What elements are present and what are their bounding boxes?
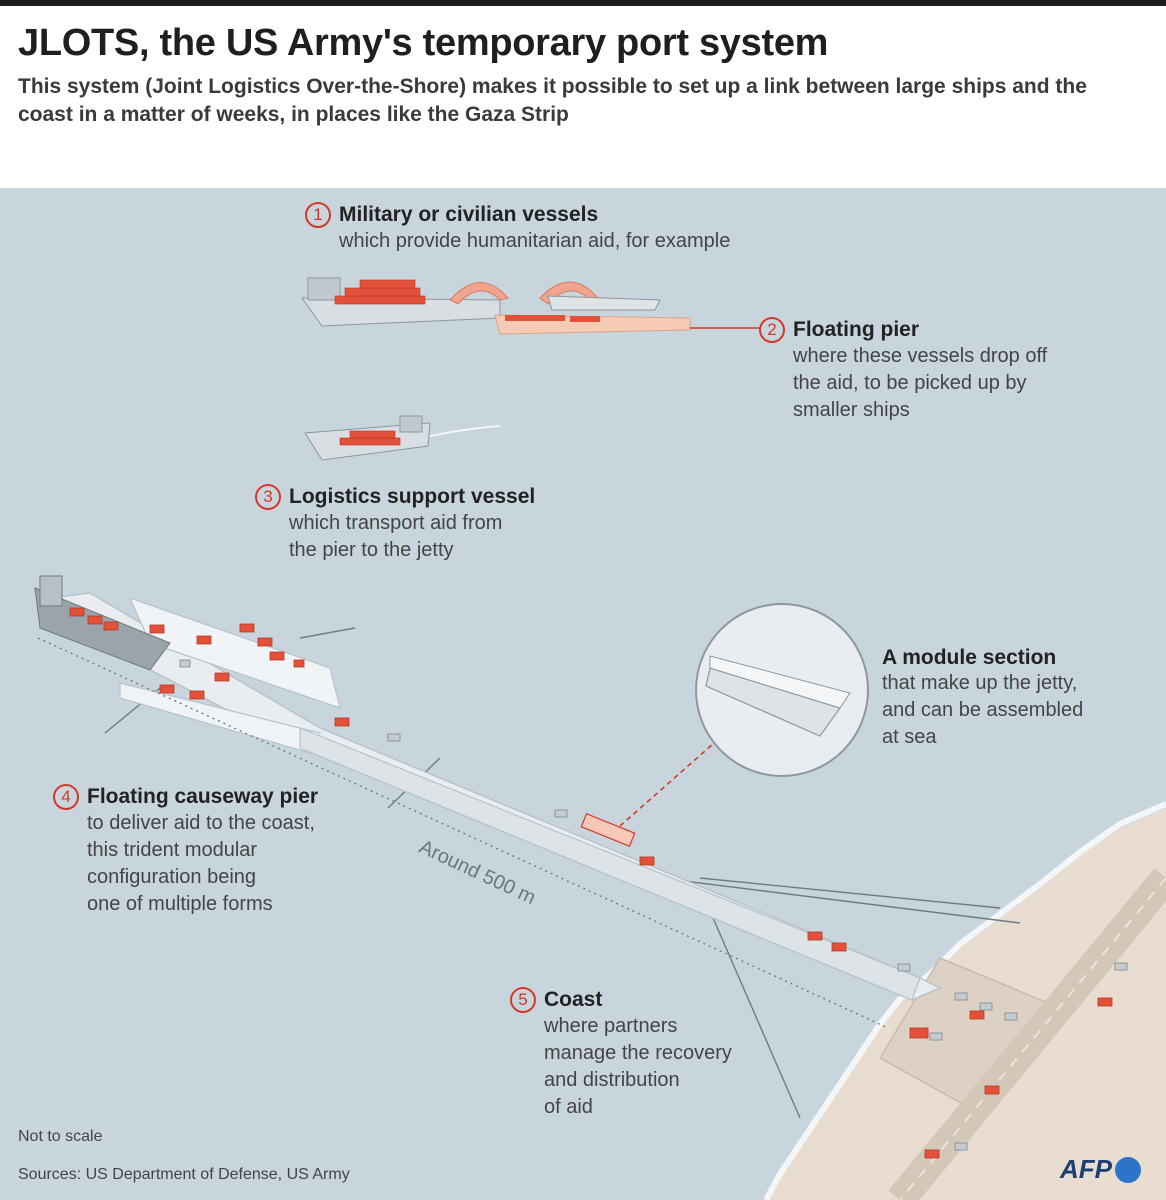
coast-desc-2: and distribution <box>544 1069 680 1091</box>
marker-3: 3 <box>255 484 281 510</box>
causeway-title: Floating causeway pier <box>87 785 319 808</box>
pier-desc-0: where these vessels drop off <box>793 345 1048 367</box>
module-callout-line <box>619 735 723 827</box>
beach-trucks <box>929 962 1128 1151</box>
support-desc-1: the pier to the jetty <box>289 539 454 561</box>
label-module: A module section that make up the jetty,… <box>882 646 1083 751</box>
causeway-desc-0: to deliver aid to the coast, <box>87 812 315 834</box>
vessels-title: Military or civilian vessels <box>339 203 599 226</box>
module-desc-0: that make up the jetty, <box>882 672 1078 694</box>
module-magnifier <box>695 603 869 777</box>
vessels-desc-0: which provide humanitarian aid, for exam… <box>339 230 731 252</box>
label-pier: 2 Floating pier where these vessels drop… <box>759 317 1047 424</box>
cargo-vessel <box>301 277 501 327</box>
marker-1: 1 <box>305 202 331 228</box>
coast-title: Coast <box>544 988 603 1011</box>
pier-desc-2: smaller ships <box>793 399 910 421</box>
pier-title: Floating pier <box>793 318 919 341</box>
logistics-support-vessel <box>304 415 501 461</box>
road-line <box>899 877 1166 1200</box>
top-rule <box>0 0 1166 6</box>
label-causeway: 4 Floating causeway pier to deliver aid … <box>53 784 318 918</box>
sources-credit: Sources: US Department of Defense, US Ar… <box>18 1166 350 1183</box>
page-title: JLOTS, the US Army's temporary port syst… <box>18 22 829 64</box>
coast-desc-3: of aid <box>544 1096 593 1118</box>
coast-surf <box>763 801 1166 1200</box>
support-desc-0: which transport aid from <box>289 512 503 534</box>
moored-ship <box>34 575 171 671</box>
highlighted-module <box>580 812 636 848</box>
marker-2: 2 <box>759 317 785 343</box>
label-coast: 5 Coast where partners manage the recove… <box>510 987 732 1121</box>
causeway-desc-2: configuration being <box>87 866 257 888</box>
causeway-desc-3: one of multiple forms <box>87 893 273 915</box>
afp-logo: AFP <box>1060 1154 1141 1185</box>
diagram-scene: 1 Military or civilian vessels which pro… <box>0 188 1166 1200</box>
causeway-cargo <box>69 607 847 952</box>
module-desc-2: at sea <box>882 726 937 748</box>
pier-desc-1: the aid, to be picked up by <box>793 372 1027 394</box>
marker-5: 5 <box>510 987 536 1013</box>
scale-note: Not to scale <box>18 1128 103 1145</box>
module-desc-1: and can be assembled <box>882 699 1084 721</box>
diagram-illustration <box>0 188 1166 1200</box>
small-vessel-at-pier <box>547 295 661 311</box>
coast-desc-0: where partners <box>544 1015 678 1037</box>
label-support: 3 Logistics support vessel which transpo… <box>255 484 535 564</box>
afp-logo-dot <box>1115 1156 1141 1183</box>
page-subtitle: This system (Joint Logistics Over-the-Sh… <box>18 75 1087 126</box>
module-title: A module section <box>882 646 1057 669</box>
afp-logo-text: AFP <box>1060 1154 1112 1184</box>
beach-cargo <box>909 997 1113 1159</box>
marker-4: 4 <box>53 784 79 810</box>
floating-pier-platform <box>494 314 760 335</box>
causeway-trucks <box>179 659 911 972</box>
support-title: Logistics support vessel <box>289 485 536 508</box>
coast-desc-1: manage the recovery <box>544 1042 732 1064</box>
label-vessels: 1 Military or civilian vessels which pro… <box>305 202 730 255</box>
causeway-desc-1: this trident modular <box>87 839 258 861</box>
